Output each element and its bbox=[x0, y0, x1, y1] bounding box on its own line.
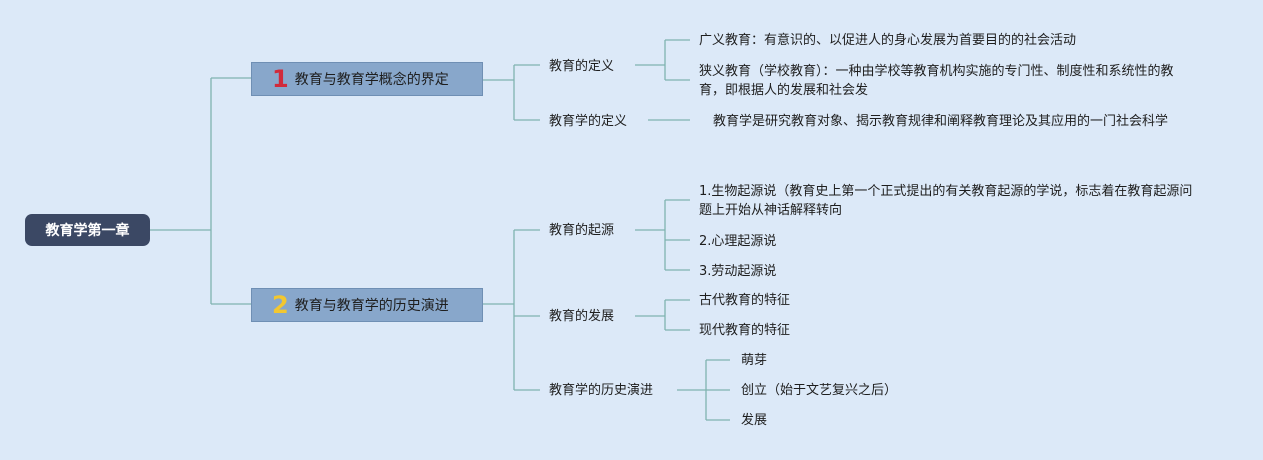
node-history-development[interactable]: 发展 bbox=[741, 413, 768, 428]
node-pedagogy-history[interactable]: 教育学的历史演进 bbox=[549, 383, 654, 398]
node-edu-development[interactable]: 教育的发展 bbox=[549, 309, 615, 324]
node-history-founding[interactable]: 创立（始于文艺复兴之后） bbox=[741, 383, 898, 398]
branch-label-concepts: 教育与教育学概念的界定 bbox=[294, 72, 449, 88]
node-pedagogy-definition[interactable]: 教育学的定义 bbox=[549, 114, 628, 129]
node-origin-psychological[interactable]: 2.心理起源说 bbox=[699, 234, 777, 249]
root-node[interactable]: 教育学第一章 bbox=[25, 214, 150, 246]
branch-number-2: 2 bbox=[272, 291, 289, 319]
node-edu-definition[interactable]: 教育的定义 bbox=[549, 59, 615, 74]
node-broad-education[interactable]: 广义教育：有意识的、以促进人的身心发展为首要目的的社会活动 bbox=[699, 33, 1077, 48]
root-label: 教育学第一章 bbox=[45, 223, 130, 239]
branch-number-1: 1 bbox=[272, 65, 289, 93]
node-origin-biological[interactable]: 1.生物起源说（教育史上第一个正式提出的有关教育起源的学说，标志着在教育起源问题… bbox=[699, 184, 1193, 218]
node-history-sprout[interactable]: 萌芽 bbox=[741, 353, 768, 368]
node-edu-origin[interactable]: 教育的起源 bbox=[549, 223, 615, 238]
node-origin-labor[interactable]: 3.劳动起源说 bbox=[699, 264, 777, 279]
node-pedagogy-text[interactable]: 教育学是研究教育对象、揭示教育规律和阐释教育理论及其应用的一门社会科学 bbox=[713, 114, 1169, 129]
node-narrow-education[interactable]: 狭义教育（学校教育）：一种由学校等教育机构实施的专门性、制度性和系统性的教育，即… bbox=[699, 64, 1174, 98]
node-modern-education[interactable]: 现代教育的特征 bbox=[699, 323, 791, 338]
node-ancient-education[interactable]: 古代教育的特征 bbox=[699, 293, 791, 308]
branch-label-history: 教育与教育学的历史演进 bbox=[294, 298, 449, 314]
branch-node-concepts[interactable]: 1 教育与教育学概念的界定 bbox=[251, 62, 483, 96]
branch-node-history[interactable]: 2 教育与教育学的历史演进 bbox=[251, 288, 483, 322]
